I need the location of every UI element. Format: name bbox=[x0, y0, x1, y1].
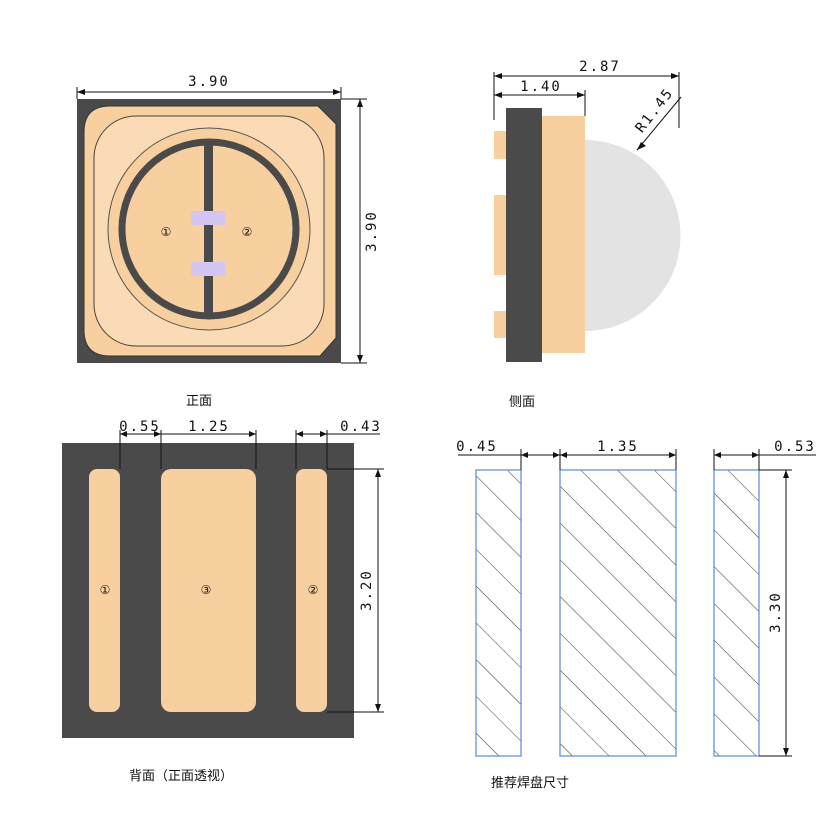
footprint-dim-left: 0.45 bbox=[456, 439, 498, 455]
back-dim-gap: 0.55 bbox=[119, 419, 161, 435]
front-pad-label-1: ① bbox=[161, 225, 172, 239]
back-dim-center: 1.25 bbox=[188, 419, 230, 435]
front-led-chip-top bbox=[191, 211, 225, 225]
footprint-dim-center: 1.35 bbox=[597, 439, 639, 455]
back-pad-label-3: ③ bbox=[201, 583, 212, 597]
front-dim-width: 3.90 bbox=[188, 74, 230, 90]
back-dim-edge: 0.43 bbox=[340, 419, 382, 435]
side-dim-total: 2.87 bbox=[579, 59, 621, 75]
back-pad-3 bbox=[161, 469, 256, 712]
front-pad-label-2: ② bbox=[242, 225, 253, 239]
side-lens bbox=[585, 140, 681, 331]
footprint-caption: 推荐焊盘尺寸 bbox=[491, 775, 569, 791]
back-pad-1 bbox=[89, 469, 120, 712]
footprint-view: 0.45 1.35 0.53 3.30 推荐焊盘尺寸 bbox=[456, 439, 816, 791]
front-caption: 正面 bbox=[186, 394, 212, 409]
back-caption: 背面（正面透视） bbox=[129, 769, 233, 784]
back-pad-label-1: ① bbox=[100, 583, 111, 597]
side-dim-body: 1.40 bbox=[520, 79, 562, 95]
side-terminal-top bbox=[494, 131, 508, 159]
back-pad-2 bbox=[296, 469, 327, 712]
front-view: ① ② 3.90 3.90 正面 bbox=[76, 74, 380, 409]
footprint-pad-right bbox=[713, 469, 760, 757]
side-terminal-bottom bbox=[494, 311, 508, 338]
side-terminal-middle bbox=[494, 195, 508, 275]
footprint-pad-left bbox=[475, 469, 522, 757]
footprint-pad-center bbox=[559, 469, 677, 757]
side-caption: 侧面 bbox=[509, 395, 535, 410]
side-view: 2.87 1.40 R1.45 侧面 bbox=[493, 59, 682, 410]
back-pad-label-2: ② bbox=[308, 583, 319, 597]
footprint-dim-right: 0.53 bbox=[774, 439, 816, 455]
side-pcb bbox=[542, 116, 585, 353]
front-led-chip-bottom bbox=[191, 262, 225, 276]
front-dim-height: 3.90 bbox=[364, 210, 380, 252]
front-center-divider bbox=[204, 142, 213, 317]
back-dim-height: 3.20 bbox=[359, 569, 375, 611]
side-body bbox=[506, 108, 542, 362]
footprint-dim-height: 3.30 bbox=[768, 591, 784, 633]
back-view: ① ③ ② 0.55 1.25 0.43 3.20 背面（正面透视） bbox=[62, 419, 384, 784]
